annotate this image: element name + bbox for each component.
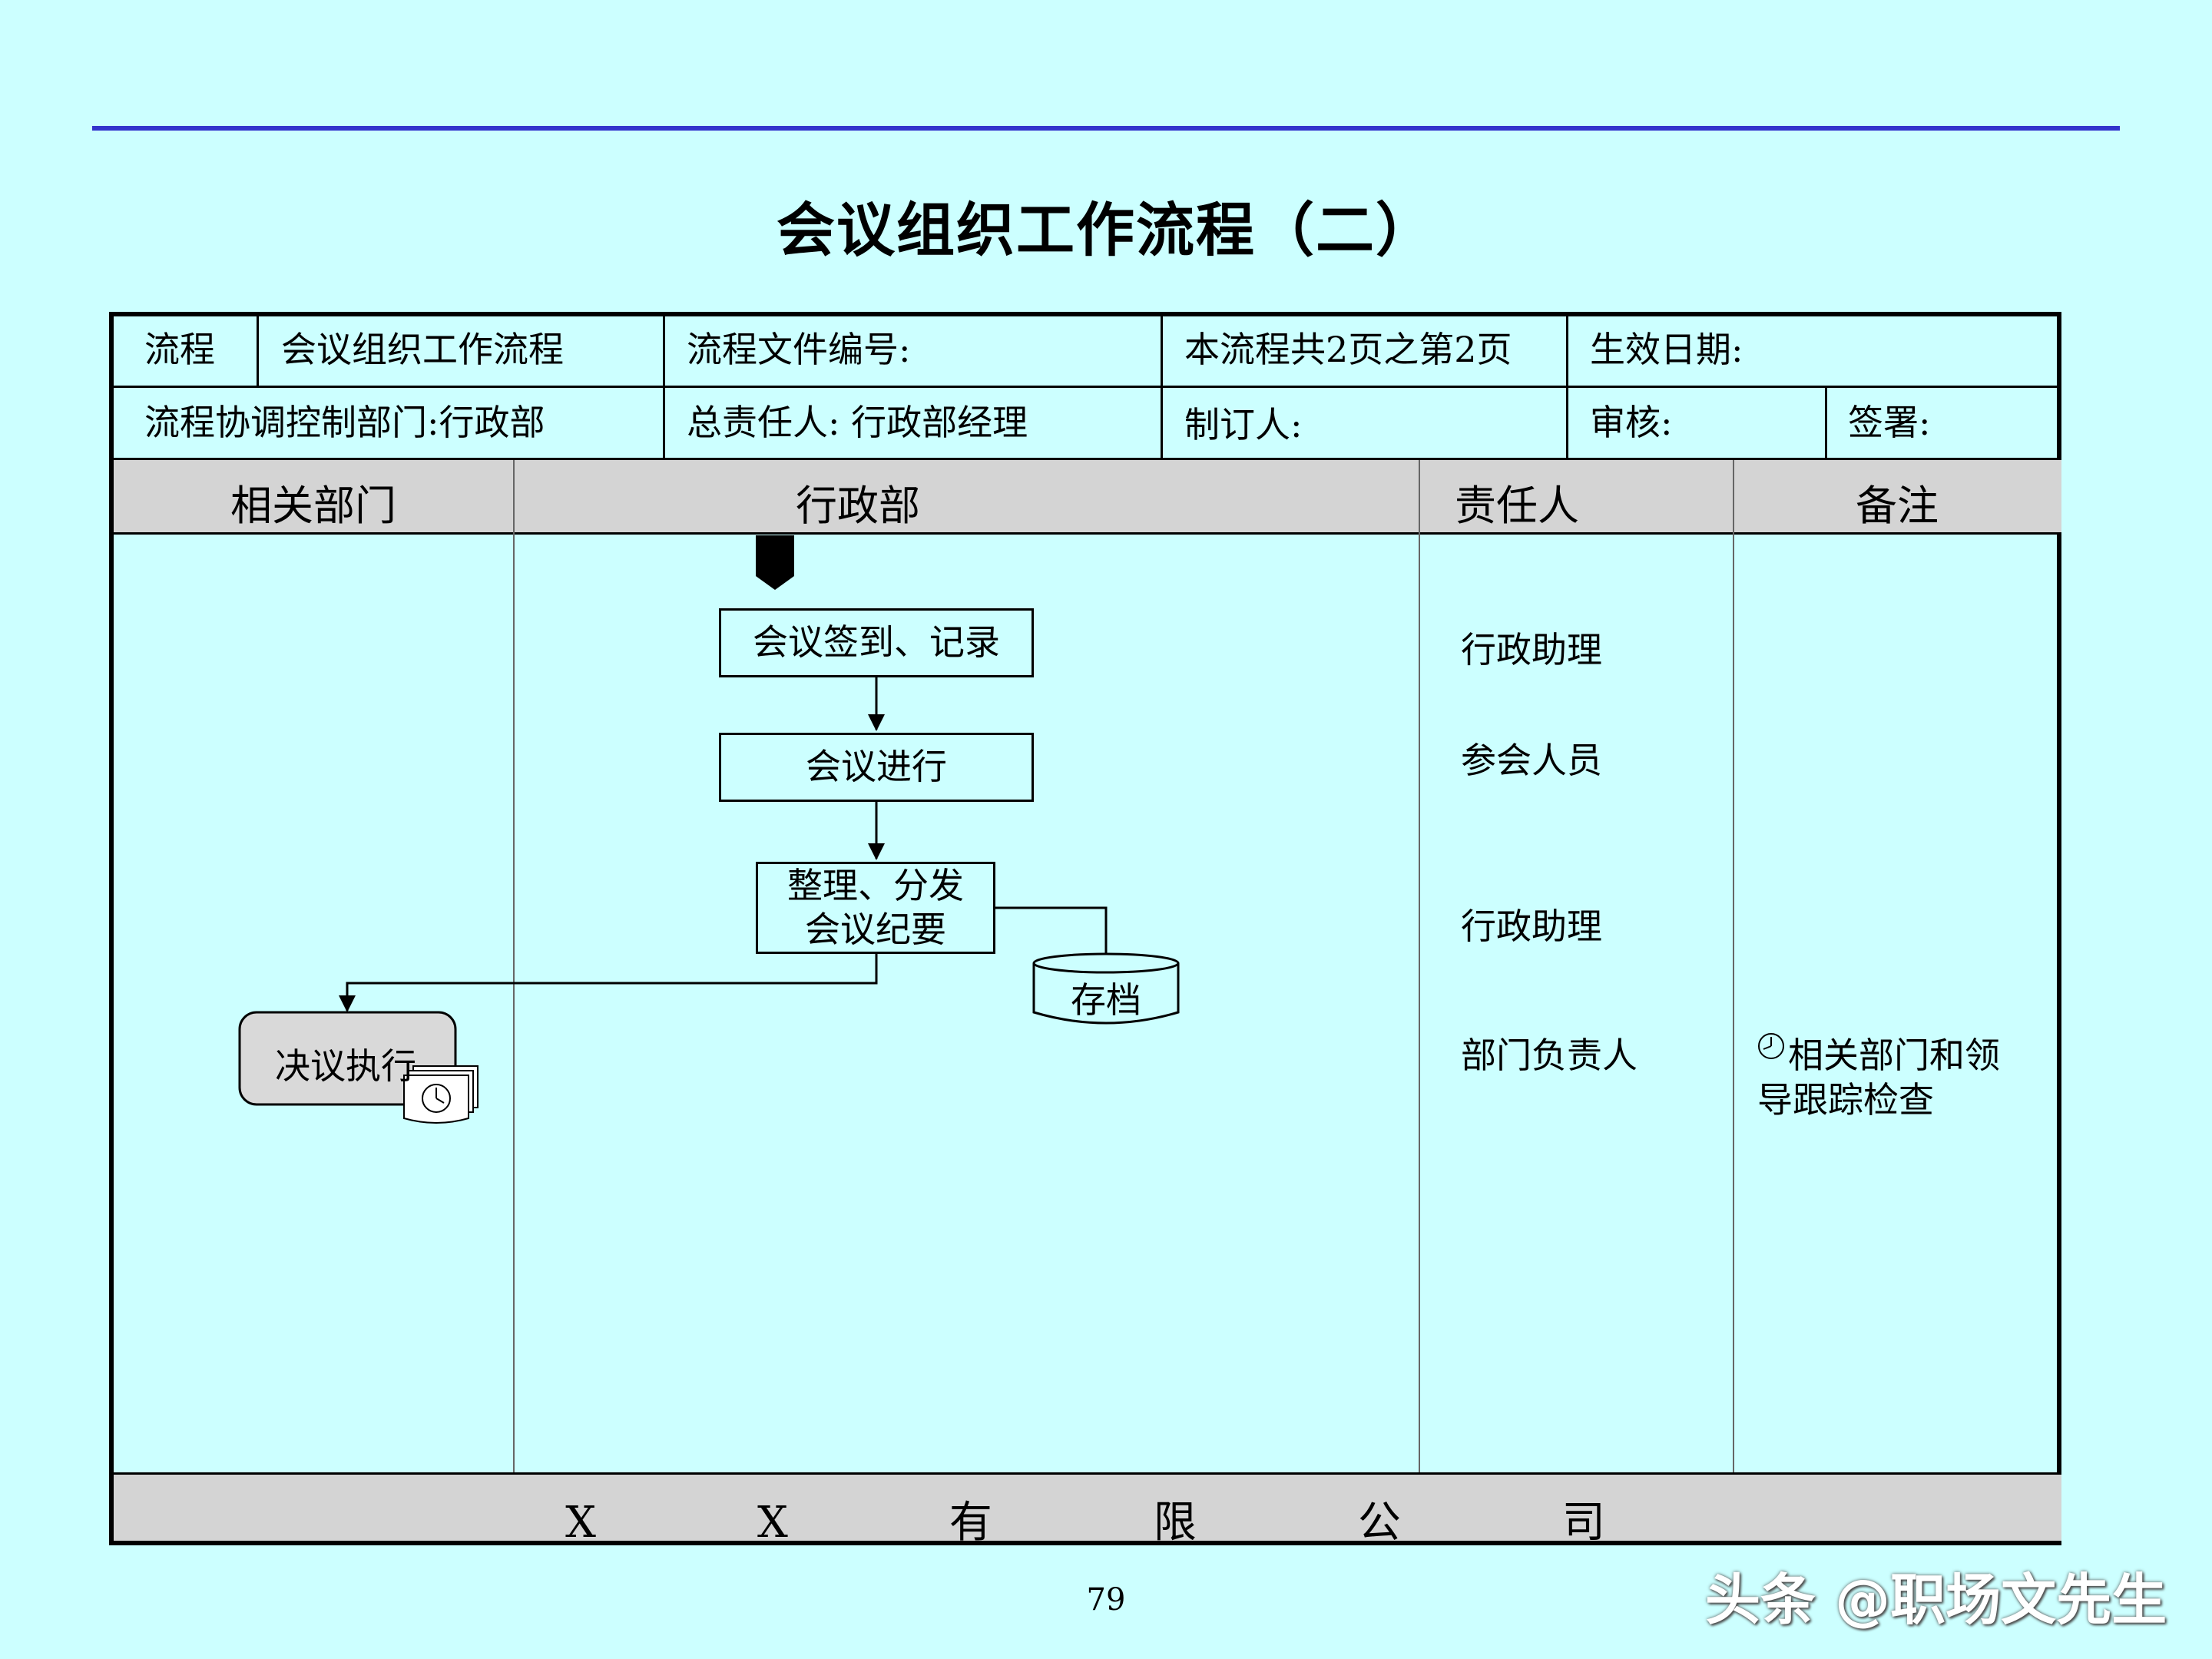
execute-box-shape <box>238 1011 457 1106</box>
document-clock-icon <box>403 1065 478 1124</box>
step-organize-minutes-line1: 整理、分发 <box>787 864 964 906</box>
page-title: 会议组织工作流程（二） <box>777 196 1435 264</box>
reviewer-label: 审核: <box>1590 402 1673 443</box>
page-number: 79 <box>1086 1582 1126 1618</box>
process-table <box>109 312 2061 1545</box>
step-signin-record: 会议签到、记录 <box>719 608 1034 677</box>
responsible-4: 部门负责人 <box>1461 1035 1637 1076</box>
clock-icon <box>1758 1033 1784 1059</box>
col-remarks: 备注 <box>1856 482 1939 530</box>
remark-line1: 相关部门和领 <box>1788 1035 2000 1076</box>
responsible-1: 行政助理 <box>1461 629 1602 671</box>
watermark: 头条 @职场文先生 <box>1705 1568 2167 1632</box>
process-name: 会议组织工作流程 <box>281 329 564 370</box>
column-header-band <box>114 460 2061 532</box>
lane-divider <box>1733 460 1734 1474</box>
header-col-divider <box>1161 316 1163 459</box>
step-organize-minutes: 整理、分发 会议纪要 <box>756 862 995 954</box>
responsible-2: 参会人员 <box>1461 740 1602 781</box>
header-col-divider <box>1566 316 1568 459</box>
responsible-3: 行政助理 <box>1461 906 1602 947</box>
header-row-divider <box>114 386 2061 388</box>
step-organize-minutes-line2: 会议纪要 <box>805 909 946 950</box>
top-rule <box>92 126 2120 131</box>
author-label: 制订人: <box>1184 404 1303 445</box>
header-col-divider <box>257 316 259 387</box>
arrow-step3-execute <box>339 952 878 1012</box>
header-col-divider <box>1825 387 1827 459</box>
col-admin-dept: 行政部 <box>796 482 920 530</box>
arrow-step3-archive <box>995 906 1114 972</box>
company-name: XX有限公司 <box>565 1498 1767 1548</box>
archive-label: 存档 <box>1071 979 1141 1021</box>
page-count: 本流程共2页之第2页 <box>1184 329 1512 370</box>
col-responsible: 责任人 <box>1455 482 1579 530</box>
header-col-divider <box>663 316 665 459</box>
lane-divider <box>513 460 515 1474</box>
remark-line2: 导跟踪检查 <box>1757 1079 1934 1121</box>
doc-number-label: 流程文件编号: <box>687 329 911 370</box>
process-label: 流程 <box>144 329 215 370</box>
header-bottom-divider <box>114 458 2061 460</box>
archive-cylinder <box>1032 952 1180 1025</box>
step-meeting-in-progress: 会议进行 <box>719 733 1034 802</box>
execute-label: 决议执行 <box>275 1045 416 1087</box>
control-dept: 流程协调控制部门:行政部 <box>144 402 545 443</box>
footer-divider <box>114 1472 2061 1475</box>
signature-label: 签署: <box>1848 402 1931 443</box>
owner: 总责任人: 行政部经理 <box>687 402 1028 443</box>
footer-band <box>114 1475 2061 1541</box>
col-related-dept: 相关部门 <box>230 482 396 530</box>
lane-divider <box>1419 460 1420 1474</box>
effective-date-label: 生效日期: <box>1590 329 1743 370</box>
entry-connector-icon <box>756 535 794 590</box>
column-header-divider <box>114 532 2061 535</box>
